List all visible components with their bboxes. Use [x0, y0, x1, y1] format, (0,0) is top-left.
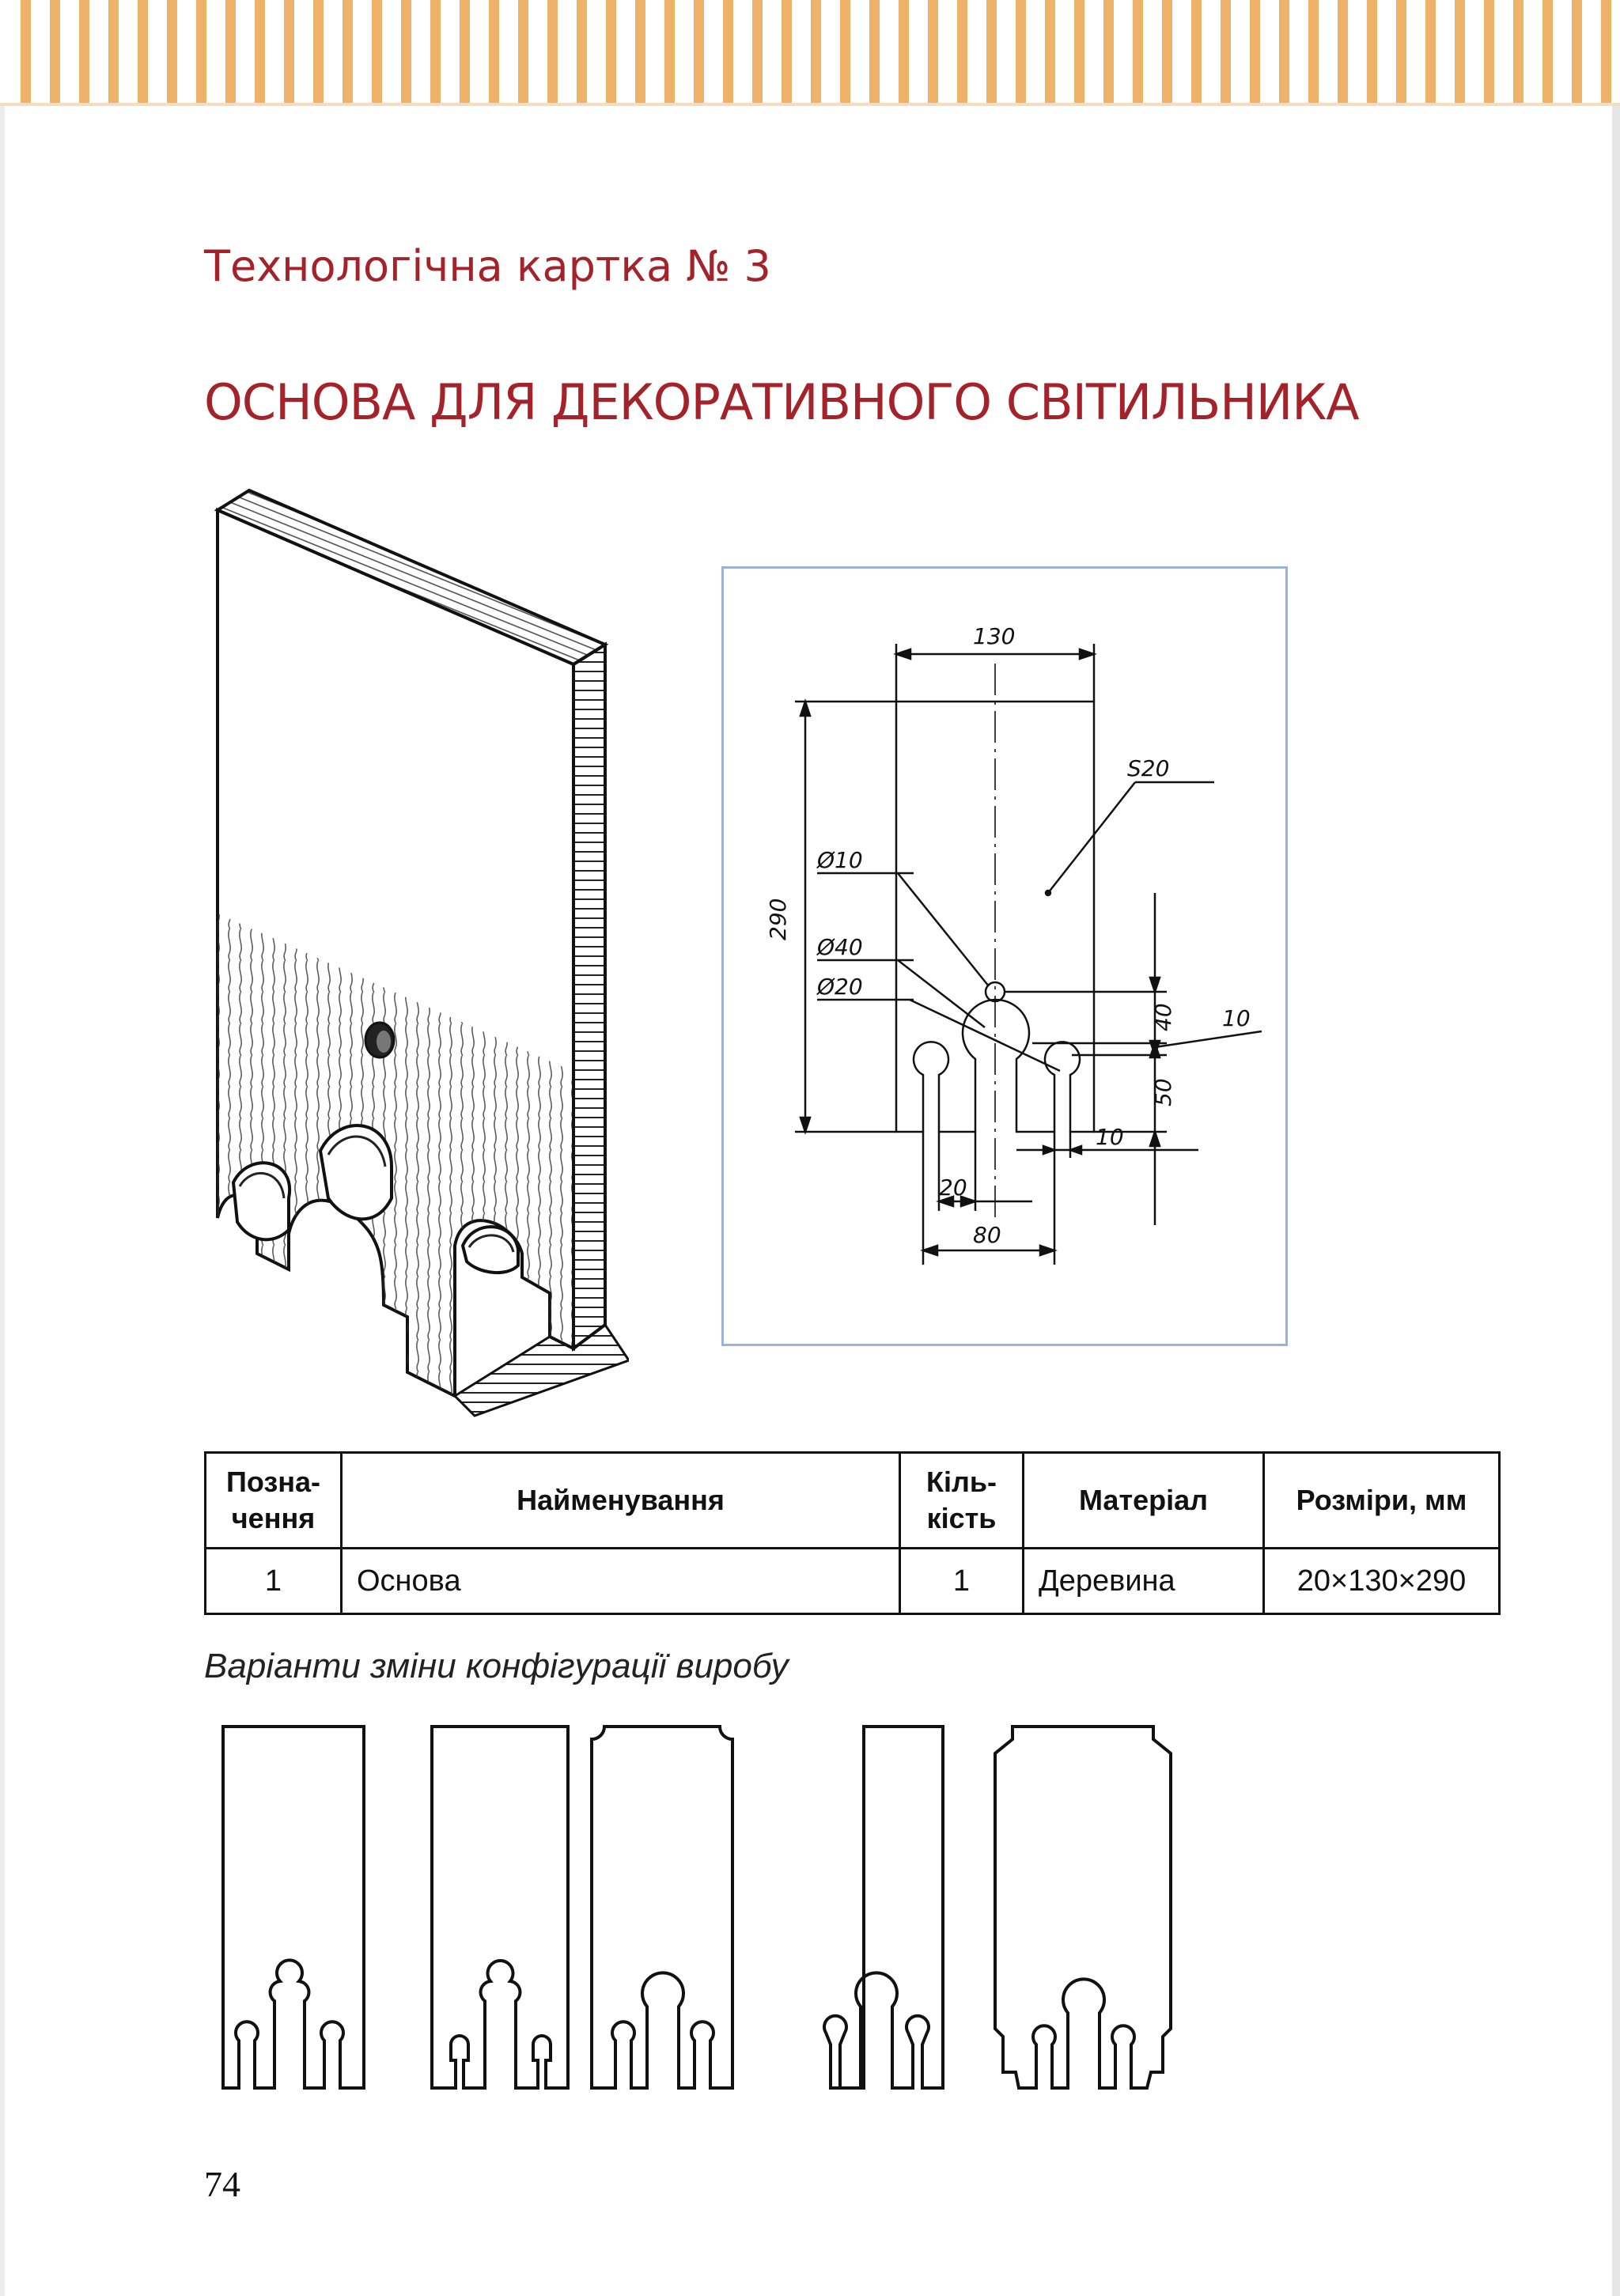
part-outline	[895, 700, 1096, 1133]
technical-drawing-frame: 130 290 S20 Ø10 Ø40 Ø20 40 10 50 10 20 8…	[721, 566, 1288, 1346]
cell-quantity: 1	[899, 1547, 1024, 1615]
page-number: 74	[204, 2164, 240, 2204]
left-page-edge	[0, 106, 5, 2296]
dim-right-gap: 10	[1222, 1005, 1251, 1031]
cell-designation: 1	[204, 1547, 343, 1615]
header-material: Матеріал	[1022, 1451, 1265, 1549]
dim-bottom-outer: 80	[973, 1222, 1001, 1248]
right-page-edge	[1612, 106, 1620, 2296]
board-side-face	[572, 641, 607, 1352]
dim-bottom-inner: 20	[939, 1174, 967, 1201]
header-designation: Позна- чення	[204, 1451, 343, 1549]
cell-name: Основа	[340, 1547, 901, 1615]
dim-height: 290	[765, 898, 791, 940]
table-row: 1 Основа 1 Деревина 20×130×290	[204, 1547, 1501, 1615]
cutout-right	[460, 1225, 520, 1275]
dim-hole-small: Ø10	[816, 847, 863, 873]
variant-4	[823, 1725, 944, 2090]
table-header-row: Позна- чення Найменування Кіль- кість Ма…	[204, 1451, 1501, 1549]
variant-5	[994, 1725, 1172, 2090]
board-bottom-strip	[452, 1322, 629, 1417]
dim-width: 130	[973, 623, 1015, 649]
variant-3	[590, 1725, 734, 2090]
dim-hole-side: Ø20	[816, 974, 863, 1000]
cutout-left	[231, 1161, 292, 1242]
header-quantity: Кіль- кість	[899, 1451, 1024, 1549]
configuration-variants	[221, 1725, 1172, 2090]
dim-right-upper: 40	[1150, 1003, 1176, 1031]
cutout-center	[318, 1123, 393, 1221]
drawing-small-hole	[984, 981, 1006, 1003]
cell-sizes: 20×130×290	[1262, 1547, 1501, 1615]
dim-thickness: S20	[1127, 755, 1169, 781]
header-sizes: Розміри, мм	[1262, 1451, 1501, 1549]
header-name: Найменування	[340, 1451, 901, 1549]
board-wood-grain	[218, 913, 573, 1396]
card-number-heading: Технологічна картка № 3	[204, 241, 771, 291]
decorative-stripe-border	[0, 0, 1620, 103]
variant-2	[430, 1725, 570, 2090]
technical-drawing: 130 290 S20 Ø10 Ø40 Ø20 40 10 50 10 20 8…	[765, 623, 1262, 1265]
cell-material: Деревина	[1022, 1547, 1265, 1615]
variants-caption: Варіанти зміни конфігурації виробу	[204, 1647, 789, 1685]
dim-bottom-right: 10	[1096, 1124, 1124, 1150]
variant-1	[221, 1725, 365, 2090]
isometric-base-illustration	[214, 488, 629, 1417]
dim-hole-large: Ø40	[816, 934, 863, 960]
stripe-border-edge	[0, 103, 1620, 106]
page-title: ОСНОВА ДЛЯ ДЕКОРАТИВНОГО СВІТИЛЬНИКА	[204, 373, 1360, 431]
specification-table: Позна- чення Найменування Кіль- кість Ма…	[204, 1451, 1501, 1615]
dim-right-lower: 50	[1150, 1078, 1176, 1106]
